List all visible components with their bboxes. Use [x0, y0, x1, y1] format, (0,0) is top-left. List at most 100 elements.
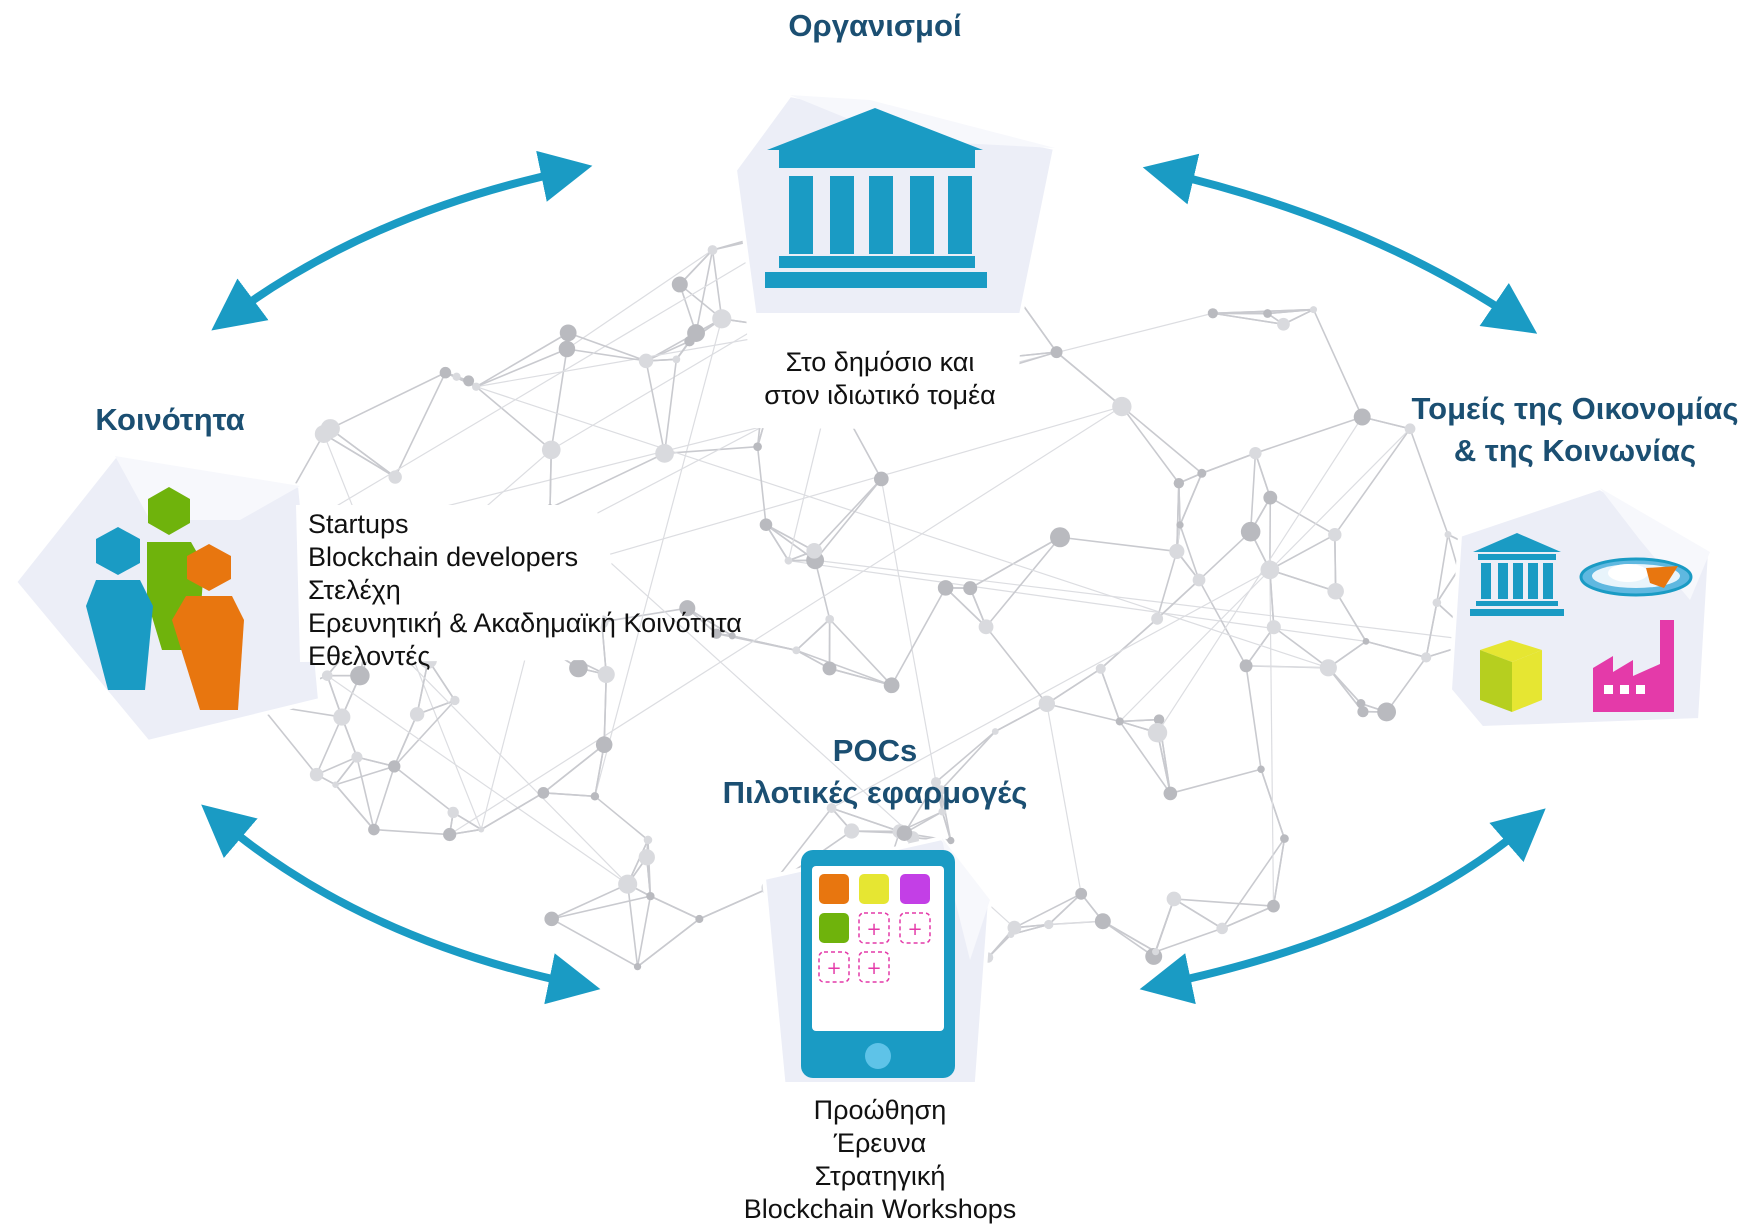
network-node: [560, 324, 577, 341]
network-node: [1008, 921, 1022, 935]
community-description: Startups Blockchain developers Στελέχη Ε…: [308, 508, 742, 673]
network-node: [708, 245, 718, 255]
network-edge: [394, 714, 417, 766]
network-node: [1208, 308, 1218, 318]
network-node: [874, 472, 889, 487]
network-node: [1363, 638, 1370, 645]
description-line: στον ιδιωτικό τομέα: [730, 379, 1030, 412]
network-node: [1039, 696, 1055, 712]
network-edge: [595, 796, 648, 840]
description-line: Στρατηγική: [720, 1160, 1040, 1193]
network-node: [1075, 888, 1087, 900]
network-edge: [543, 793, 595, 796]
network-edge: [1101, 619, 1157, 669]
network-node: [544, 912, 559, 927]
network-node: [644, 836, 653, 845]
description-line: Startups: [308, 508, 742, 541]
network-node: [448, 807, 459, 818]
network-edge: [1122, 407, 1179, 484]
institutions-description: Στο δημόσιο και στον ιδιωτικό τομέα: [730, 346, 1030, 412]
network-node: [410, 707, 424, 721]
description-line: Στο δημόσιο και: [730, 346, 1030, 379]
arrow-institutions-sectors: [1163, 172, 1520, 322]
pocs-title-line: Πιλοτικές εφαρμογές: [700, 772, 1050, 814]
network-node: [1327, 583, 1344, 600]
network-node: [1257, 766, 1264, 773]
description-line: Blockchain developers: [308, 541, 742, 574]
network-edge: [699, 888, 769, 919]
arrow-community-pocs: [217, 818, 580, 985]
network-node: [979, 619, 994, 634]
network-node: [559, 341, 575, 357]
network-edge: [604, 674, 606, 744]
network-edge: [476, 349, 567, 387]
network-node: [538, 787, 550, 799]
network-edge: [1335, 535, 1336, 592]
svg-text:+: +: [907, 919, 922, 940]
network-node: [1241, 522, 1261, 542]
network-node: [1051, 346, 1063, 358]
network-edge: [1366, 641, 1426, 657]
svg-text:+: +: [866, 958, 881, 979]
network-edge: [1060, 537, 1177, 551]
network-edge: [1270, 498, 1335, 535]
network-node: [443, 828, 456, 841]
network-edge: [1255, 417, 1362, 453]
network-edge: [1156, 928, 1223, 951]
network-edge: [568, 333, 646, 361]
network-edge: [638, 919, 700, 967]
network-node: [1148, 723, 1167, 742]
network-node: [478, 826, 484, 832]
network-edge: [395, 373, 445, 477]
network-edge: [646, 361, 665, 454]
network-edge: [650, 896, 699, 919]
network-node: [368, 824, 380, 836]
network-node: [1267, 620, 1281, 634]
network-edge: [713, 250, 722, 319]
network-edge: [1335, 429, 1410, 535]
network-node: [1445, 531, 1452, 538]
network-node: [1193, 574, 1206, 587]
network-edge: [374, 830, 450, 835]
network-node: [1164, 787, 1178, 801]
network-node: [1280, 834, 1289, 843]
network-edge: [946, 588, 986, 627]
network-node: [1096, 664, 1106, 674]
institutions-title: Οργανισμοί: [775, 5, 975, 47]
network-node: [333, 709, 350, 726]
network-edge: [1101, 669, 1120, 722]
network-node: [672, 276, 688, 292]
network-node: [823, 661, 837, 675]
network-node: [673, 356, 681, 364]
network-edge: [628, 884, 638, 966]
network-node: [1354, 409, 1371, 426]
network-edge: [1174, 899, 1222, 928]
network-node: [1152, 948, 1159, 955]
description-line: Στελέχη: [308, 574, 742, 607]
network-edge: [552, 919, 638, 967]
network-node: [695, 915, 703, 923]
network-edge: [1314, 310, 1363, 417]
network-node: [440, 367, 452, 379]
network-edge: [1251, 453, 1256, 532]
network-node: [596, 736, 613, 753]
network-node: [806, 543, 822, 559]
network-node: [1267, 900, 1280, 913]
network-node: [351, 752, 362, 763]
network-node: [938, 580, 954, 596]
network-edge: [330, 429, 395, 477]
network-node: [655, 444, 674, 463]
network-node: [1112, 397, 1131, 416]
network-edge: [1202, 453, 1256, 473]
tablet-apps-icon: + + + +: [801, 850, 955, 1078]
network-edge: [1170, 769, 1261, 793]
network-edge: [815, 560, 830, 619]
description-line: Εθελοντές: [308, 640, 742, 673]
network-node: [1249, 447, 1261, 459]
network-node: [792, 646, 800, 654]
network-edge: [552, 896, 651, 919]
network-node: [1240, 659, 1253, 672]
network-edge: [476, 387, 551, 450]
pocs-title: POCs Πιλοτικές εφαρμογές: [700, 730, 1050, 814]
network-edge: [1437, 535, 1448, 603]
